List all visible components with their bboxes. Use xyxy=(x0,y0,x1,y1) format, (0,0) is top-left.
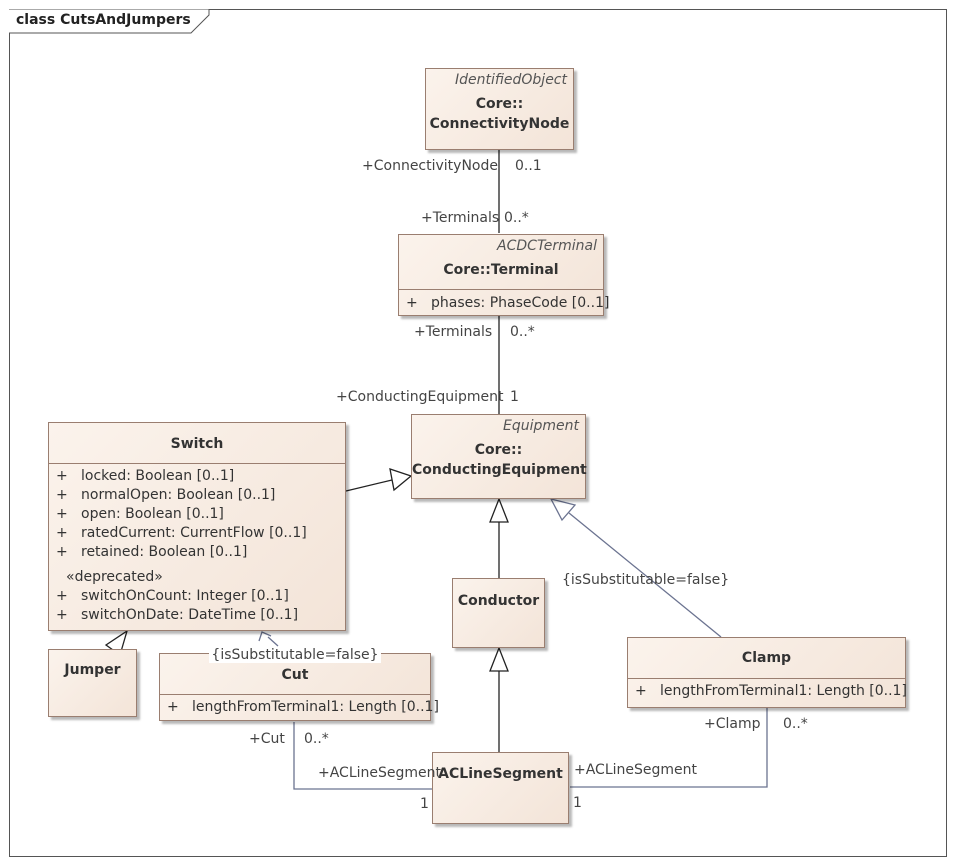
switch-generalization-line xyxy=(345,479,393,492)
attribute-visibility: + xyxy=(56,487,68,503)
switch-generalization-arrowhead xyxy=(389,468,413,492)
role-clamp: +Clamp xyxy=(704,716,761,732)
multiplicity-cut: 0..* xyxy=(304,731,329,747)
class-name: Conductor xyxy=(457,593,540,609)
class-clamp[interactable]: Clamp + lengthFromTerminal1: Length [0..… xyxy=(627,637,907,709)
class-name-line2: ConductingEquipment xyxy=(412,462,587,478)
class-name: Switch xyxy=(170,436,224,452)
class-conductor[interactable]: Conductor xyxy=(452,578,545,648)
frame-tab xyxy=(9,9,210,34)
role-terminals-bottom: +Terminals xyxy=(414,324,493,340)
attribute-length-from-terminal1: lengthFromTerminal1: Length [0..1] xyxy=(660,683,907,699)
class-name: ACLineSegment xyxy=(438,766,563,782)
role-conducting-equipment: +ConductingEquipment xyxy=(336,389,504,405)
attribute-visibility: + xyxy=(56,607,68,623)
multiplicity-clamp-ac-line-segment: 1 xyxy=(573,795,582,811)
attribute-visibility: + xyxy=(56,588,68,604)
attribute-visibility: + xyxy=(56,544,68,560)
attribute-normal-open: normalOpen: Boolean [0..1] xyxy=(81,487,276,503)
attribute-compartment: + lengthFromTerminal1: Length [0..1] xyxy=(160,694,439,722)
stereotype-equipment: Equipment xyxy=(503,418,579,434)
multiplicity-connectivity-node: 0..1 xyxy=(515,158,542,174)
class-name-line2: ConnectivityNode xyxy=(429,116,570,132)
cut-generalization-arrowhead xyxy=(258,631,272,642)
clamp-generalization-constraint: {isSubstitutable=false} xyxy=(562,572,730,588)
attribute-visibility: + xyxy=(167,699,179,715)
aclinesegment-generalization-arrowhead xyxy=(489,646,509,672)
class-ac-line-segment[interactable]: ACLineSegment xyxy=(432,752,569,824)
class-conducting-equipment[interactable]: Equipment Core:: ConductingEquipment xyxy=(411,414,587,499)
diagram-title: class CutsAndJumpers xyxy=(16,12,191,28)
attribute-compartment: + phases: PhaseCode [0..1] xyxy=(399,289,609,317)
class-name-line1: Core:: xyxy=(475,96,524,112)
role-cut-ac-line-segment: +ACLineSegment xyxy=(318,765,442,781)
deprecated-stereotype: «deprecated» xyxy=(66,569,163,585)
attribute-visibility: + xyxy=(56,525,68,541)
class-name-line1: Core:: xyxy=(474,442,523,458)
clamp-aclinesegment-association xyxy=(570,708,768,788)
stereotype-acdc-terminal: ACDCTerminal xyxy=(497,238,597,254)
cut-aclinesegment-association xyxy=(293,722,432,790)
role-terminals-top: +Terminals xyxy=(421,210,500,226)
conductor-generalization-arrowhead xyxy=(489,497,509,523)
constraint-text: {isSubstitutable=false} xyxy=(209,647,381,663)
class-terminal[interactable]: ACDCTerminal Core::Terminal + phases: Ph… xyxy=(398,234,609,317)
diagram-frame xyxy=(9,9,947,857)
multiplicity-clamp: 0..* xyxy=(783,716,808,732)
role-cut: +Cut xyxy=(249,731,285,747)
multiplicity-terminals-top: 0..* xyxy=(504,210,529,226)
clamp-generalization-line xyxy=(568,512,722,638)
class-connectivity-node[interactable]: IdentifiedObject Core:: ConnectivityNode xyxy=(425,68,574,150)
attribute-phases: phases: PhaseCode [0..1] xyxy=(431,295,610,311)
cut-generalization-line xyxy=(267,636,279,647)
role-connectivity-node: +ConnectivityNode xyxy=(362,158,498,174)
attribute-length-from-terminal1: lengthFromTerminal1: Length [0..1] xyxy=(192,699,439,715)
class-name: Clamp xyxy=(741,650,792,666)
attribute-compartment: + lengthFromTerminal1: Length [0..1] xyxy=(628,678,907,709)
class-switch[interactable]: Switch + locked: Boolean [0..1] + normal… xyxy=(48,422,346,631)
stereotype-identified-object: IdentifiedObject xyxy=(454,72,567,88)
attribute-compartment: + locked: Boolean [0..1] + normalOpen: B… xyxy=(49,463,345,632)
multiplicity-terminals-bottom: 0..* xyxy=(510,324,535,340)
attribute-visibility: + xyxy=(635,683,647,699)
attribute-retained: retained: Boolean [0..1] xyxy=(81,544,248,560)
multiplicity-conducting-equipment: 1 xyxy=(510,389,519,405)
class-cut[interactable]: {isSubstitutable=false} Cut + lengthFrom… xyxy=(159,647,439,722)
class-name: Cut xyxy=(281,667,309,683)
class-name: Jumper xyxy=(64,662,121,678)
clamp-generalization-arrowhead xyxy=(549,498,577,522)
class-name: Core::Terminal xyxy=(443,262,559,278)
attribute-locked: locked: Boolean [0..1] xyxy=(81,468,235,484)
attribute-open: open: Boolean [0..1] xyxy=(81,506,224,522)
multiplicity-cut-ac-line-segment: 1 xyxy=(420,796,429,812)
attribute-visibility: + xyxy=(406,295,418,311)
attribute-visibility: + xyxy=(56,506,68,522)
role-clamp-ac-line-segment: +ACLineSegment xyxy=(574,762,698,778)
attribute-rated-current: ratedCurrent: CurrentFlow [0..1] xyxy=(81,525,307,541)
cut-constraint: {isSubstitutable=false} xyxy=(160,647,430,663)
class-jumper[interactable]: Jumper xyxy=(48,649,137,717)
attribute-visibility: + xyxy=(56,468,68,484)
attribute-switch-on-count: switchOnCount: Integer [0..1] xyxy=(81,588,289,604)
attribute-switch-on-date: switchOnDate: DateTime [0..1] xyxy=(81,607,299,623)
